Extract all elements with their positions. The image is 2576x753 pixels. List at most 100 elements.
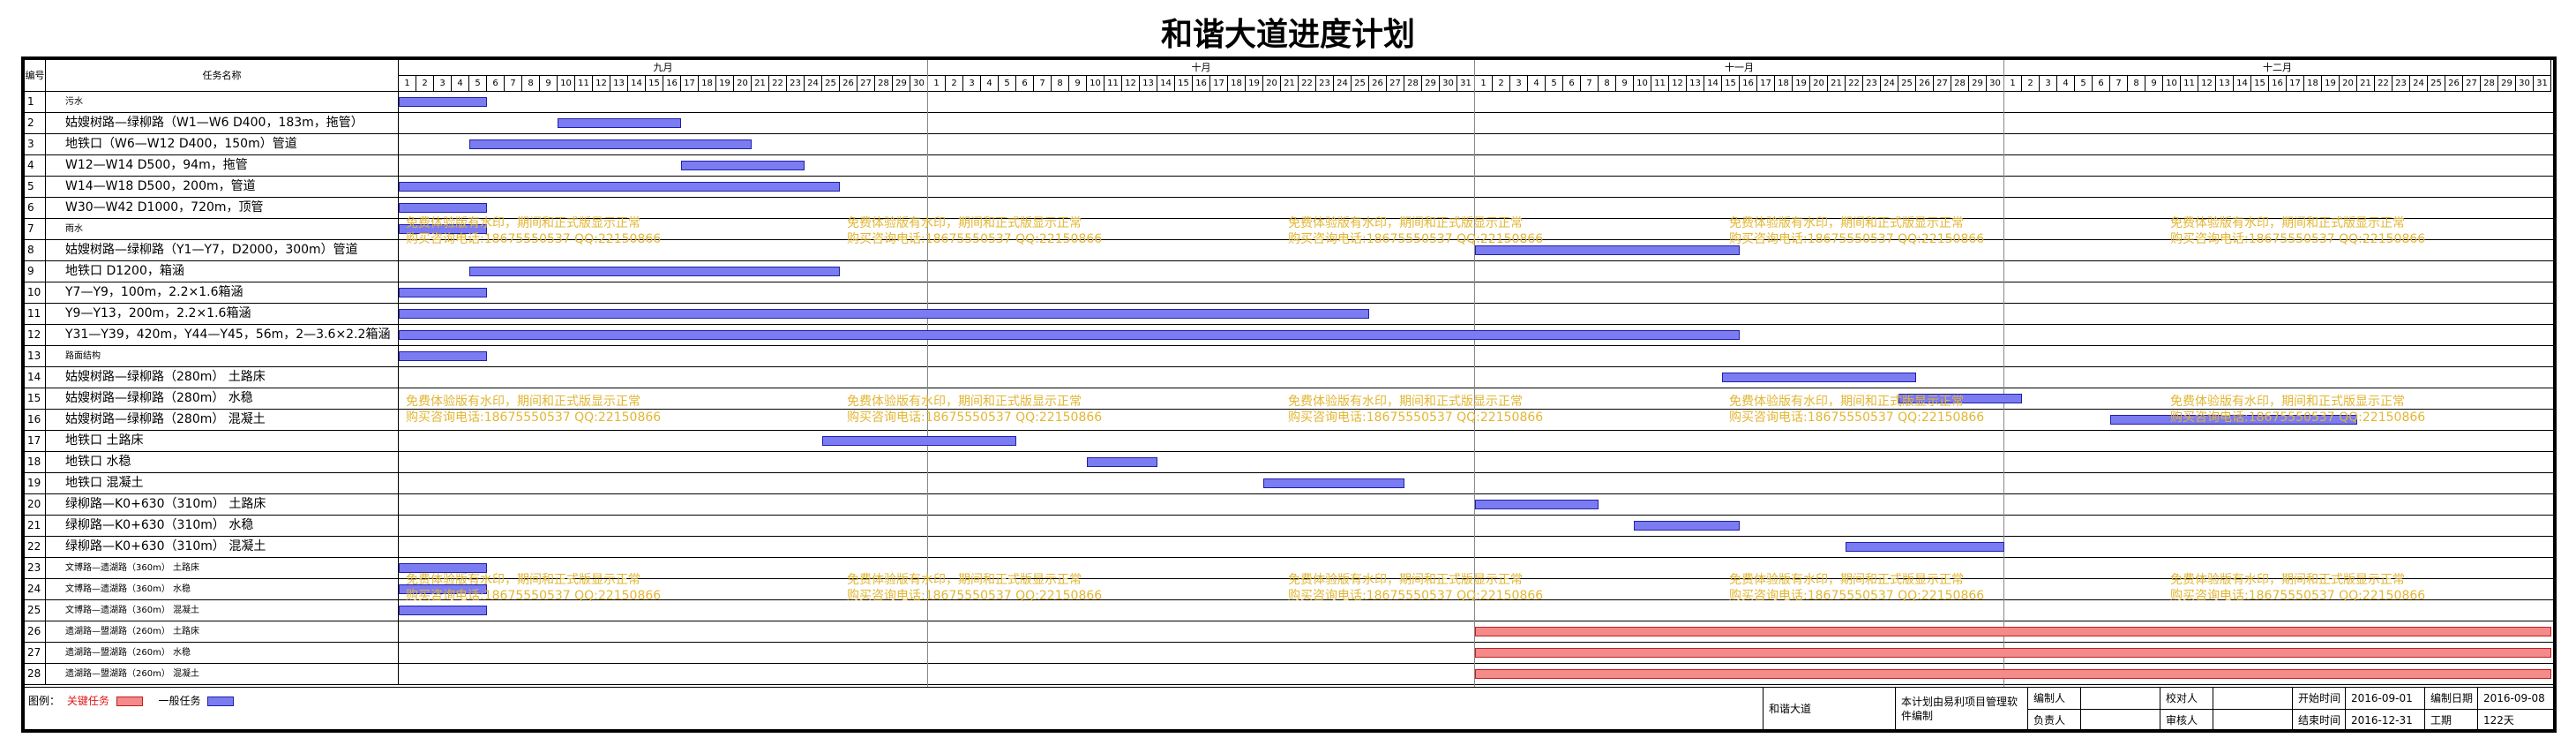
task-bar[interactable] — [2110, 415, 2357, 425]
day-header: 18 — [2304, 76, 2322, 92]
task-bar[interactable] — [399, 224, 487, 234]
task-bar[interactable] — [399, 584, 487, 594]
critical-task-bar[interactable] — [1475, 627, 2551, 636]
day-header: 16 — [2269, 76, 2287, 92]
task-name: 地铁口 混凝土 — [46, 473, 399, 493]
day-header: 25 — [2428, 76, 2445, 92]
day-header: 17 — [1210, 76, 1228, 92]
task-num: 15 — [25, 388, 46, 409]
task-bar[interactable] — [1263, 478, 1404, 488]
footer-start-value: 2016-09-01 — [2345, 688, 2424, 709]
task-bar[interactable] — [822, 436, 1016, 446]
day-header: 18 — [1775, 76, 1793, 92]
day-header: 29 — [1969, 76, 1987, 92]
month-header: 十一月 — [1475, 60, 2004, 76]
task-bar[interactable] — [1898, 394, 2022, 403]
task-bar[interactable] — [1846, 542, 2004, 552]
task-bar[interactable] — [469, 139, 752, 149]
day-header: 2 — [416, 76, 434, 92]
footer-made-value: 2016-09-08 — [2477, 688, 2553, 709]
task-bar[interactable] — [399, 97, 487, 107]
day-header: 28 — [1404, 76, 1422, 92]
task-bar[interactable] — [558, 118, 681, 128]
day-header: 9 — [1069, 76, 1087, 92]
task-bar[interactable] — [399, 288, 487, 297]
task-bar[interactable] — [399, 330, 1740, 340]
task-bar[interactable] — [1475, 245, 1740, 255]
task-num: 13 — [25, 346, 46, 366]
day-header: 3 — [2040, 76, 2057, 92]
task-bar[interactable] — [1475, 500, 1599, 509]
footer-checker-label: 校对人 — [2160, 688, 2213, 709]
task-bar[interactable] — [399, 606, 487, 615]
day-header: 21 — [752, 76, 769, 92]
day-header: 27 — [2463, 76, 2481, 92]
day-header: 15 — [2251, 76, 2269, 92]
task-bar[interactable] — [1722, 373, 1916, 382]
month-header: 十月 — [928, 60, 1475, 76]
task-bar[interactable] — [399, 309, 1369, 319]
task-bar[interactable] — [469, 267, 840, 276]
task-bar[interactable] — [681, 161, 805, 170]
day-header: 25 — [1898, 76, 1916, 92]
footer-made-label: 编制日期 — [2424, 688, 2477, 709]
footer-start-label: 开始时间 — [2292, 688, 2345, 709]
day-header: 15 — [646, 76, 663, 92]
footer-compiler-value — [2080, 688, 2160, 709]
task-bar[interactable] — [399, 563, 487, 573]
footer-duration-value: 122天 — [2477, 709, 2553, 730]
task-bar[interactable] — [1634, 521, 1740, 531]
task-name: 遗湖路—盟湖路（260m） 水稳 — [46, 643, 399, 663]
task-name: 姑嫂树路—绿柳路（280m） 土路床 — [46, 367, 399, 388]
task-bar[interactable] — [1087, 457, 1157, 467]
day-header: 25 — [1352, 76, 1369, 92]
task-name: 姑嫂树路—绿柳路（Y1—Y7，D2000，300m）管道 — [46, 240, 399, 260]
day-header: 19 — [2322, 76, 2340, 92]
critical-task-bar[interactable] — [1475, 648, 2551, 658]
day-header: 29 — [1422, 76, 1440, 92]
day-header: 25 — [822, 76, 840, 92]
day-header: 22 — [769, 76, 787, 92]
task-num: 5 — [25, 177, 46, 197]
task-name: W14—W18 D500，200m，管道 — [46, 177, 399, 197]
day-header: 28 — [2481, 76, 2498, 92]
task-bar[interactable] — [399, 182, 840, 192]
task-bar[interactable] — [399, 203, 487, 213]
month-divider — [927, 60, 928, 687]
critical-task-bar[interactable] — [1475, 669, 2551, 679]
footer-compiler-label: 编制人 — [2027, 688, 2080, 709]
task-bar[interactable] — [399, 351, 487, 361]
footer-project: 和谐大道 — [1763, 688, 1895, 730]
task-name: Y7—Y9，100m，2.2×1.6箱涵 — [46, 282, 399, 303]
task-name: Y31—Y39，420m，Y44—Y45，56m，2—3.6×2.2箱涵 — [46, 325, 399, 345]
footer-checker-value — [2213, 688, 2292, 709]
